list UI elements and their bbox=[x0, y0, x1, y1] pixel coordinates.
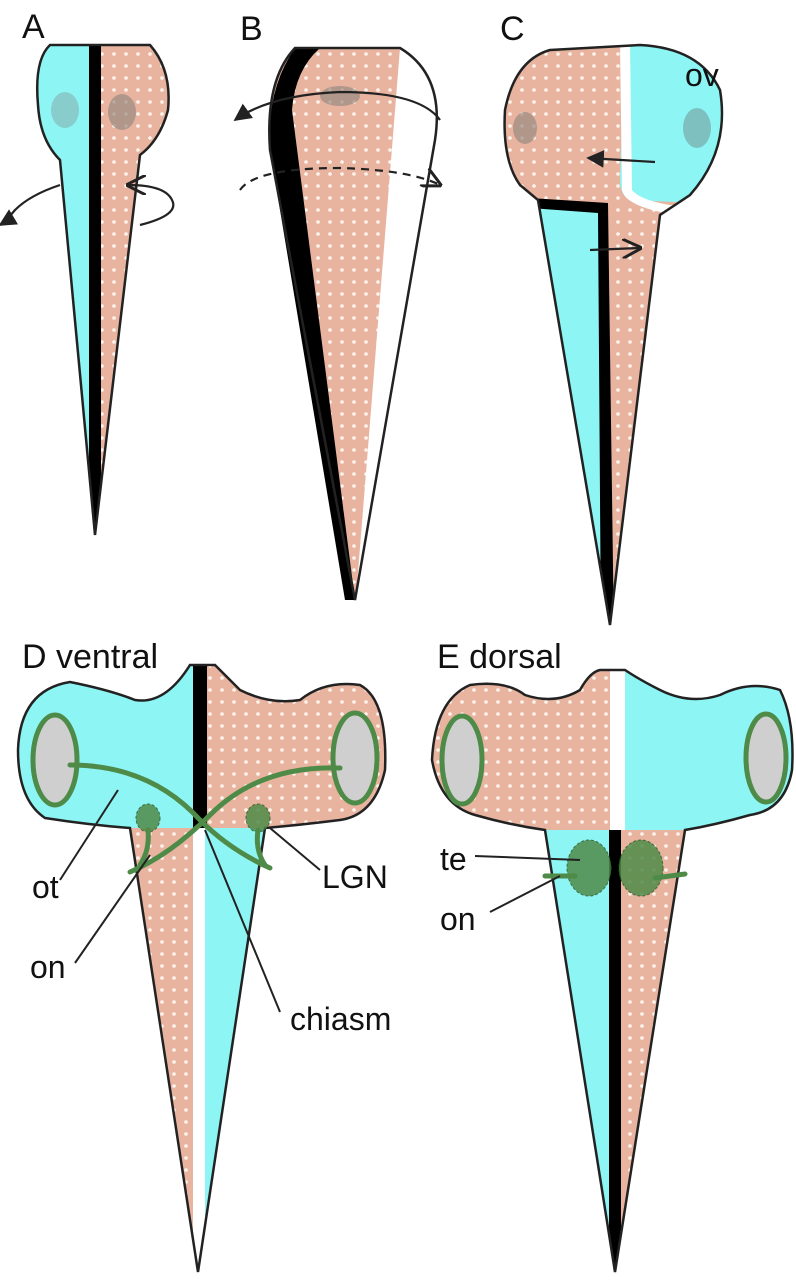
lgn-label: LGN bbox=[322, 859, 388, 895]
eye-right bbox=[743, 711, 789, 805]
movement-arrow bbox=[586, 150, 656, 168]
optic-vesicle-spot-right bbox=[683, 108, 711, 148]
eye-left bbox=[30, 712, 80, 808]
optic-vesicle-spot-right bbox=[108, 94, 136, 130]
lower-white-strip bbox=[193, 828, 205, 1272]
optic-vesicle-spot bbox=[320, 86, 360, 106]
optic-vesicle-spot-left bbox=[513, 112, 537, 144]
on-leader bbox=[489, 875, 561, 913]
optic-nerve-left-branch bbox=[137, 827, 151, 868]
panel-b-label: B bbox=[240, 10, 263, 48]
panel-c: C ov bbox=[500, 10, 724, 626]
on-label: on bbox=[440, 901, 476, 937]
ov-label: ov bbox=[685, 57, 719, 93]
panel-d-outline bbox=[16, 663, 387, 1273]
midline bbox=[193, 665, 207, 828]
midline-wedge bbox=[269, 48, 355, 600]
midline bbox=[89, 45, 101, 535]
panel-a-outline bbox=[35, 43, 170, 536]
panel-d-label: D ventral bbox=[22, 638, 158, 676]
lgn-leader bbox=[269, 827, 321, 871]
panel-e: E dorsal te on bbox=[430, 638, 794, 1273]
chiasm-label: chiasm bbox=[290, 1001, 391, 1037]
rotation-arrow-upper bbox=[233, 90, 441, 122]
chiasm-leader bbox=[204, 829, 281, 1013]
te-label: te bbox=[440, 841, 467, 877]
lower-left-cyan bbox=[504, 200, 605, 625]
on-label: on bbox=[30, 949, 66, 985]
optic-nerve-right bbox=[652, 871, 688, 881]
eye-left bbox=[439, 713, 485, 807]
ot-label: ot bbox=[32, 869, 59, 905]
rotation-arrow-left bbox=[0, 183, 61, 226]
white-boundary bbox=[620, 45, 722, 213]
panel-b: B bbox=[233, 10, 460, 601]
lower-right-dots bbox=[612, 830, 793, 1272]
panel-d: D ventral ot on LGN chiasm bbox=[16, 638, 391, 1273]
panel-b-outline bbox=[268, 46, 439, 601]
panel-a: A bbox=[0, 8, 175, 536]
rotation-arrow-right bbox=[128, 185, 175, 227]
optic-nerve-right-branch bbox=[254, 827, 268, 868]
optic-tract-right bbox=[127, 765, 343, 875]
on-leader bbox=[74, 854, 151, 964]
panel-e-label: E dorsal bbox=[437, 638, 562, 676]
te-leader bbox=[474, 855, 581, 861]
panel-a-label: A bbox=[22, 8, 45, 46]
upper-white-strip bbox=[610, 670, 625, 830]
panel-c-label: C bbox=[500, 10, 525, 48]
optic-tract-left bbox=[67, 762, 273, 871]
eye-right bbox=[330, 710, 380, 806]
ot-leader bbox=[59, 789, 119, 881]
lower-right-cyan bbox=[205, 828, 386, 1272]
rotation-arrow-lower-dashed bbox=[239, 166, 440, 191]
tectum-left bbox=[566, 839, 612, 897]
midline bbox=[609, 830, 621, 1272]
tectum-right bbox=[618, 839, 664, 897]
optic-vesicle-spot-left bbox=[51, 92, 79, 128]
panel-c-outline bbox=[503, 43, 724, 626]
panel-e-outline bbox=[430, 668, 794, 1273]
movement-arrow-open bbox=[589, 248, 640, 250]
